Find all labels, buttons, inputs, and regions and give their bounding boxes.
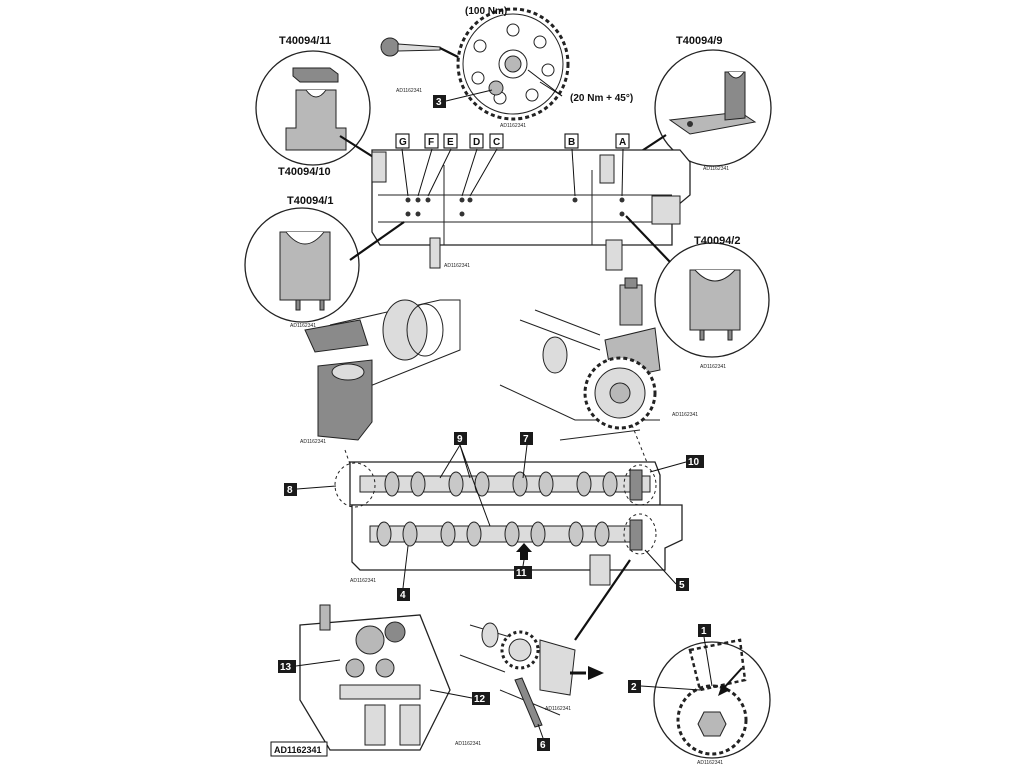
- svg-text:10: 10: [688, 457, 700, 468]
- callout-5: 5: [676, 578, 689, 591]
- svg-text:E: E: [447, 137, 454, 148]
- callout-10: 10: [686, 455, 704, 468]
- ref-code: AD1162341: [697, 760, 723, 766]
- callout-9: 9: [454, 432, 467, 445]
- ref-code: AD1162341: [300, 439, 326, 445]
- svg-text:1: 1: [701, 626, 707, 637]
- svg-text:D: D: [473, 137, 480, 148]
- camshaft-assembly: AD1162341 7 9 10 8 11 4 5: [284, 432, 704, 601]
- tool-label-t40094-10: T40094/10: [278, 166, 331, 178]
- camshaft-clamp-detail: AD1162341: [300, 299, 461, 445]
- callout-2: 2: [628, 680, 641, 693]
- svg-text:12: 12: [474, 694, 486, 705]
- svg-text:G: G: [399, 137, 407, 148]
- svg-text:5: 5: [679, 580, 685, 591]
- tool-label-t40094-9: T40094/9: [676, 35, 722, 47]
- svg-text:11: 11: [516, 568, 527, 579]
- sprocket-icon: [456, 7, 570, 121]
- svg-text:13: 13: [280, 662, 292, 673]
- ref-code: AD1162341: [545, 706, 571, 712]
- svg-text:C: C: [493, 137, 500, 148]
- ref-code: AD1162341: [672, 412, 698, 418]
- ref-code: AD1162341: [350, 578, 376, 584]
- timing-mark-detail: 1 2 AD1162341: [628, 624, 771, 766]
- position-letter-f: F: [424, 133, 439, 149]
- svg-text:7: 7: [523, 434, 529, 445]
- callout-11: 11: [514, 566, 532, 579]
- callout-13: 13: [278, 660, 296, 673]
- tool-label-t40094-11: T40094/11: [279, 35, 331, 47]
- svg-text:2: 2: [631, 682, 637, 693]
- svg-text:B: B: [568, 137, 575, 148]
- callout-1: 1: [698, 624, 711, 637]
- tool-t40094-11-10-panel: T40094/11 T40094/10: [255, 35, 379, 178]
- ref-code: AD1162341: [396, 88, 422, 94]
- position-letter-a: A: [615, 133, 630, 149]
- tool-label-t40094-2: T40094/2: [694, 235, 740, 247]
- svg-text:F: F: [428, 137, 434, 148]
- tool-label-t40094-1: T40094/1: [287, 195, 333, 207]
- tool-t40094-1-panel: T40094/1 AD1162341: [244, 195, 405, 329]
- footer-code-box: AD1162341: [270, 741, 328, 757]
- position-letter-e: E: [443, 133, 458, 149]
- svg-text:3: 3: [436, 97, 442, 108]
- callout-12: 12: [472, 692, 490, 705]
- svg-text:6: 6: [540, 740, 546, 751]
- callout-3: 3: [433, 95, 446, 108]
- position-letter-b: B: [564, 133, 579, 149]
- alignment-rail: G F E D C B A AD1162341: [371, 133, 691, 271]
- cylinder-head-detail: 13 12 AD1162341 AD1162341: [270, 604, 490, 757]
- ref-code: AD1162341: [444, 263, 470, 269]
- ref-code: AD1162341: [703, 166, 729, 172]
- position-letter-d: D: [469, 133, 484, 149]
- callout-6: 6: [537, 738, 550, 751]
- callout-7: 7: [520, 432, 533, 445]
- tool-t40094-2-panel: T40094/2 AD1162341: [625, 215, 770, 370]
- ref-code: AD1162341: [500, 123, 526, 129]
- svg-text:A: A: [619, 137, 626, 148]
- svg-text:9: 9: [457, 434, 463, 445]
- sprocket-torque-label: (100 Nm): [465, 6, 507, 17]
- camshaft-gear-detail: AD1162341: [499, 277, 698, 441]
- callout-4: 4: [397, 588, 410, 601]
- position-letter-c: C: [489, 133, 504, 149]
- ref-code: AD1162341: [455, 741, 481, 747]
- footer-code: AD1162341: [274, 745, 322, 755]
- svg-text:4: 4: [400, 590, 406, 601]
- position-letter-g: G: [395, 133, 410, 149]
- bolt-torque-label: (20 Nm + 45°): [570, 93, 633, 104]
- callout-8: 8: [284, 483, 297, 496]
- tensioner-detail: AD1162341 6: [459, 559, 631, 751]
- ref-code: AD1162341: [700, 364, 726, 370]
- ref-code: AD1162341: [290, 323, 316, 329]
- sprocket-torque-panel: (100 Nm) (20 Nm + 45°) AD1162341 AD11623…: [380, 6, 633, 129]
- svg-text:8: 8: [287, 485, 293, 496]
